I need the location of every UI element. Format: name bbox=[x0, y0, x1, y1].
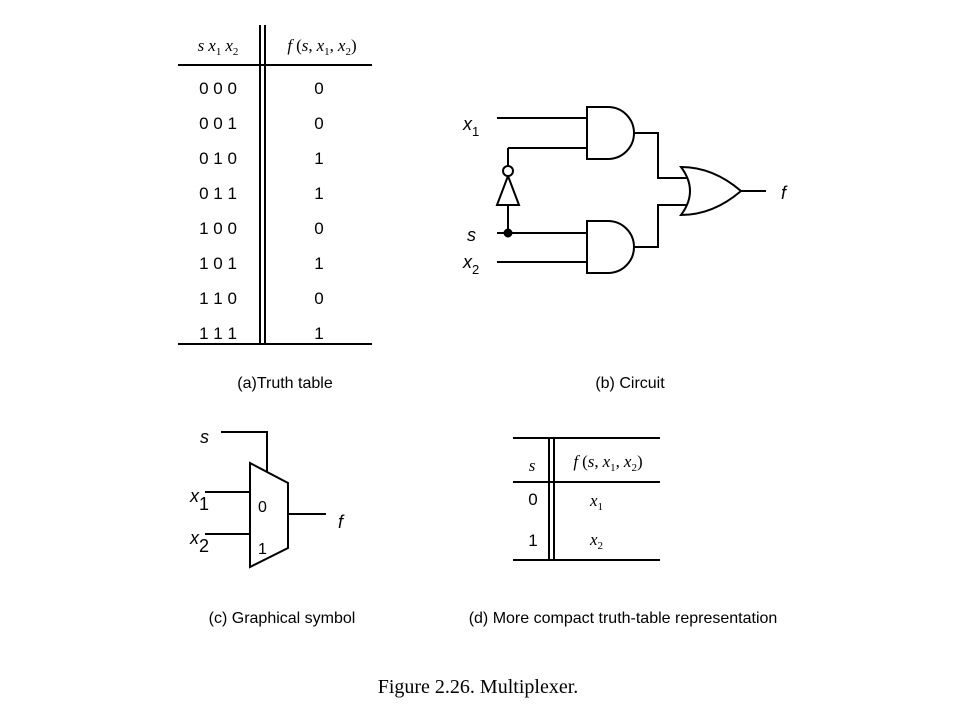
truth-table-row-4-output: 0 bbox=[314, 219, 323, 238]
truth-table-row-6-inputs: 1 1 0 bbox=[199, 289, 237, 308]
truth-table-row-7-inputs: 1 1 1 bbox=[199, 324, 237, 343]
truth-table-row-3-inputs: 0 1 1 bbox=[199, 184, 237, 203]
truth-table-row-0-output: 0 bbox=[314, 79, 323, 98]
truth-table-rows: 0 0 0 0 0 0 1 0 0 1 0 1 0 1 1 1 1 0 0 0 1 0 1 1 1 1 … bbox=[199, 79, 324, 343]
compact-table-row-1-s: 1 bbox=[528, 531, 537, 550]
mux-symbol bbox=[205, 431, 326, 569]
truth-table-row-2-inputs: 0 1 0 bbox=[199, 149, 237, 168]
truth-table-row-5-inputs: 1 0 1 bbox=[199, 254, 237, 273]
circuit-x2-label: x2 bbox=[462, 252, 479, 277]
and-gate-top bbox=[586, 106, 635, 160]
not-gate-bubble bbox=[502, 165, 514, 177]
compact-table-f-header: f(s,x1,x2) bbox=[573, 452, 642, 474]
truth-table-row-1-output: 0 bbox=[314, 114, 323, 133]
symbol-s-wire bbox=[221, 431, 268, 474]
truth-table-row-7-output: 1 bbox=[314, 324, 323, 343]
or-gate bbox=[679, 165, 743, 217]
symbol-f-label: f bbox=[338, 512, 345, 532]
truth-table-row-0-inputs: 0 0 0 bbox=[199, 79, 237, 98]
mux-trapezoid bbox=[249, 461, 289, 569]
circuit bbox=[495, 106, 766, 274]
compact-table-s-header: s bbox=[529, 456, 536, 475]
and1-to-or-wire bbox=[634, 132, 692, 179]
and-gate-bottom bbox=[586, 220, 635, 274]
symbol-x2-label: x2 bbox=[189, 528, 209, 556]
truth-table-row-3-output: 1 bbox=[314, 184, 323, 203]
figure-caption: Figure 2.26. Multiplexer. bbox=[378, 676, 579, 698]
not-gate bbox=[495, 173, 521, 206]
circuit-labels: x1 s x2 f (b) Circuit bbox=[462, 114, 788, 392]
circuit-caption: (b) Circuit bbox=[595, 375, 665, 392]
compact-table-row-0-s: 0 bbox=[528, 490, 537, 509]
symbol-s-label: s bbox=[200, 427, 209, 447]
and2-to-or-wire bbox=[634, 204, 692, 248]
truth-table-caption: (a)Truth table bbox=[237, 375, 333, 392]
compact-table-row-1-value: x2 bbox=[589, 530, 603, 552]
symbol-input-0-label: 0 bbox=[258, 499, 267, 516]
symbol-caption: (c) Graphical symbol bbox=[209, 610, 356, 627]
truth-table-output-header: f(s,x1,x2) bbox=[287, 36, 356, 58]
truth-table-row-2-output: 1 bbox=[314, 149, 323, 168]
circuit-s-label: s bbox=[467, 225, 476, 245]
compact-table-row-0-value: x1 bbox=[589, 491, 603, 513]
mux-symbol-labels: s x1 x2 0 1 f (c) Graphical symbol bbox=[189, 427, 355, 627]
circuit-x1-label: x1 bbox=[462, 114, 479, 139]
truth-table-row-5-output: 1 bbox=[314, 254, 323, 273]
compact-table-caption: (d) More compact truth-table representat… bbox=[469, 610, 778, 627]
compact-truth-table: s f(s,x1,x2) 0 x1 1 x2 (d) More compact … bbox=[469, 437, 778, 627]
symbol-input-1-label: 1 bbox=[258, 541, 267, 558]
truth-table-row-1-inputs: 0 0 1 bbox=[199, 114, 237, 133]
truth-table-row-6-output: 0 bbox=[314, 289, 323, 308]
circuit-f-label: f bbox=[781, 183, 788, 203]
truth-table-row-4-inputs: 1 0 0 bbox=[199, 219, 237, 238]
symbol-x1-label: x1 bbox=[189, 486, 209, 514]
